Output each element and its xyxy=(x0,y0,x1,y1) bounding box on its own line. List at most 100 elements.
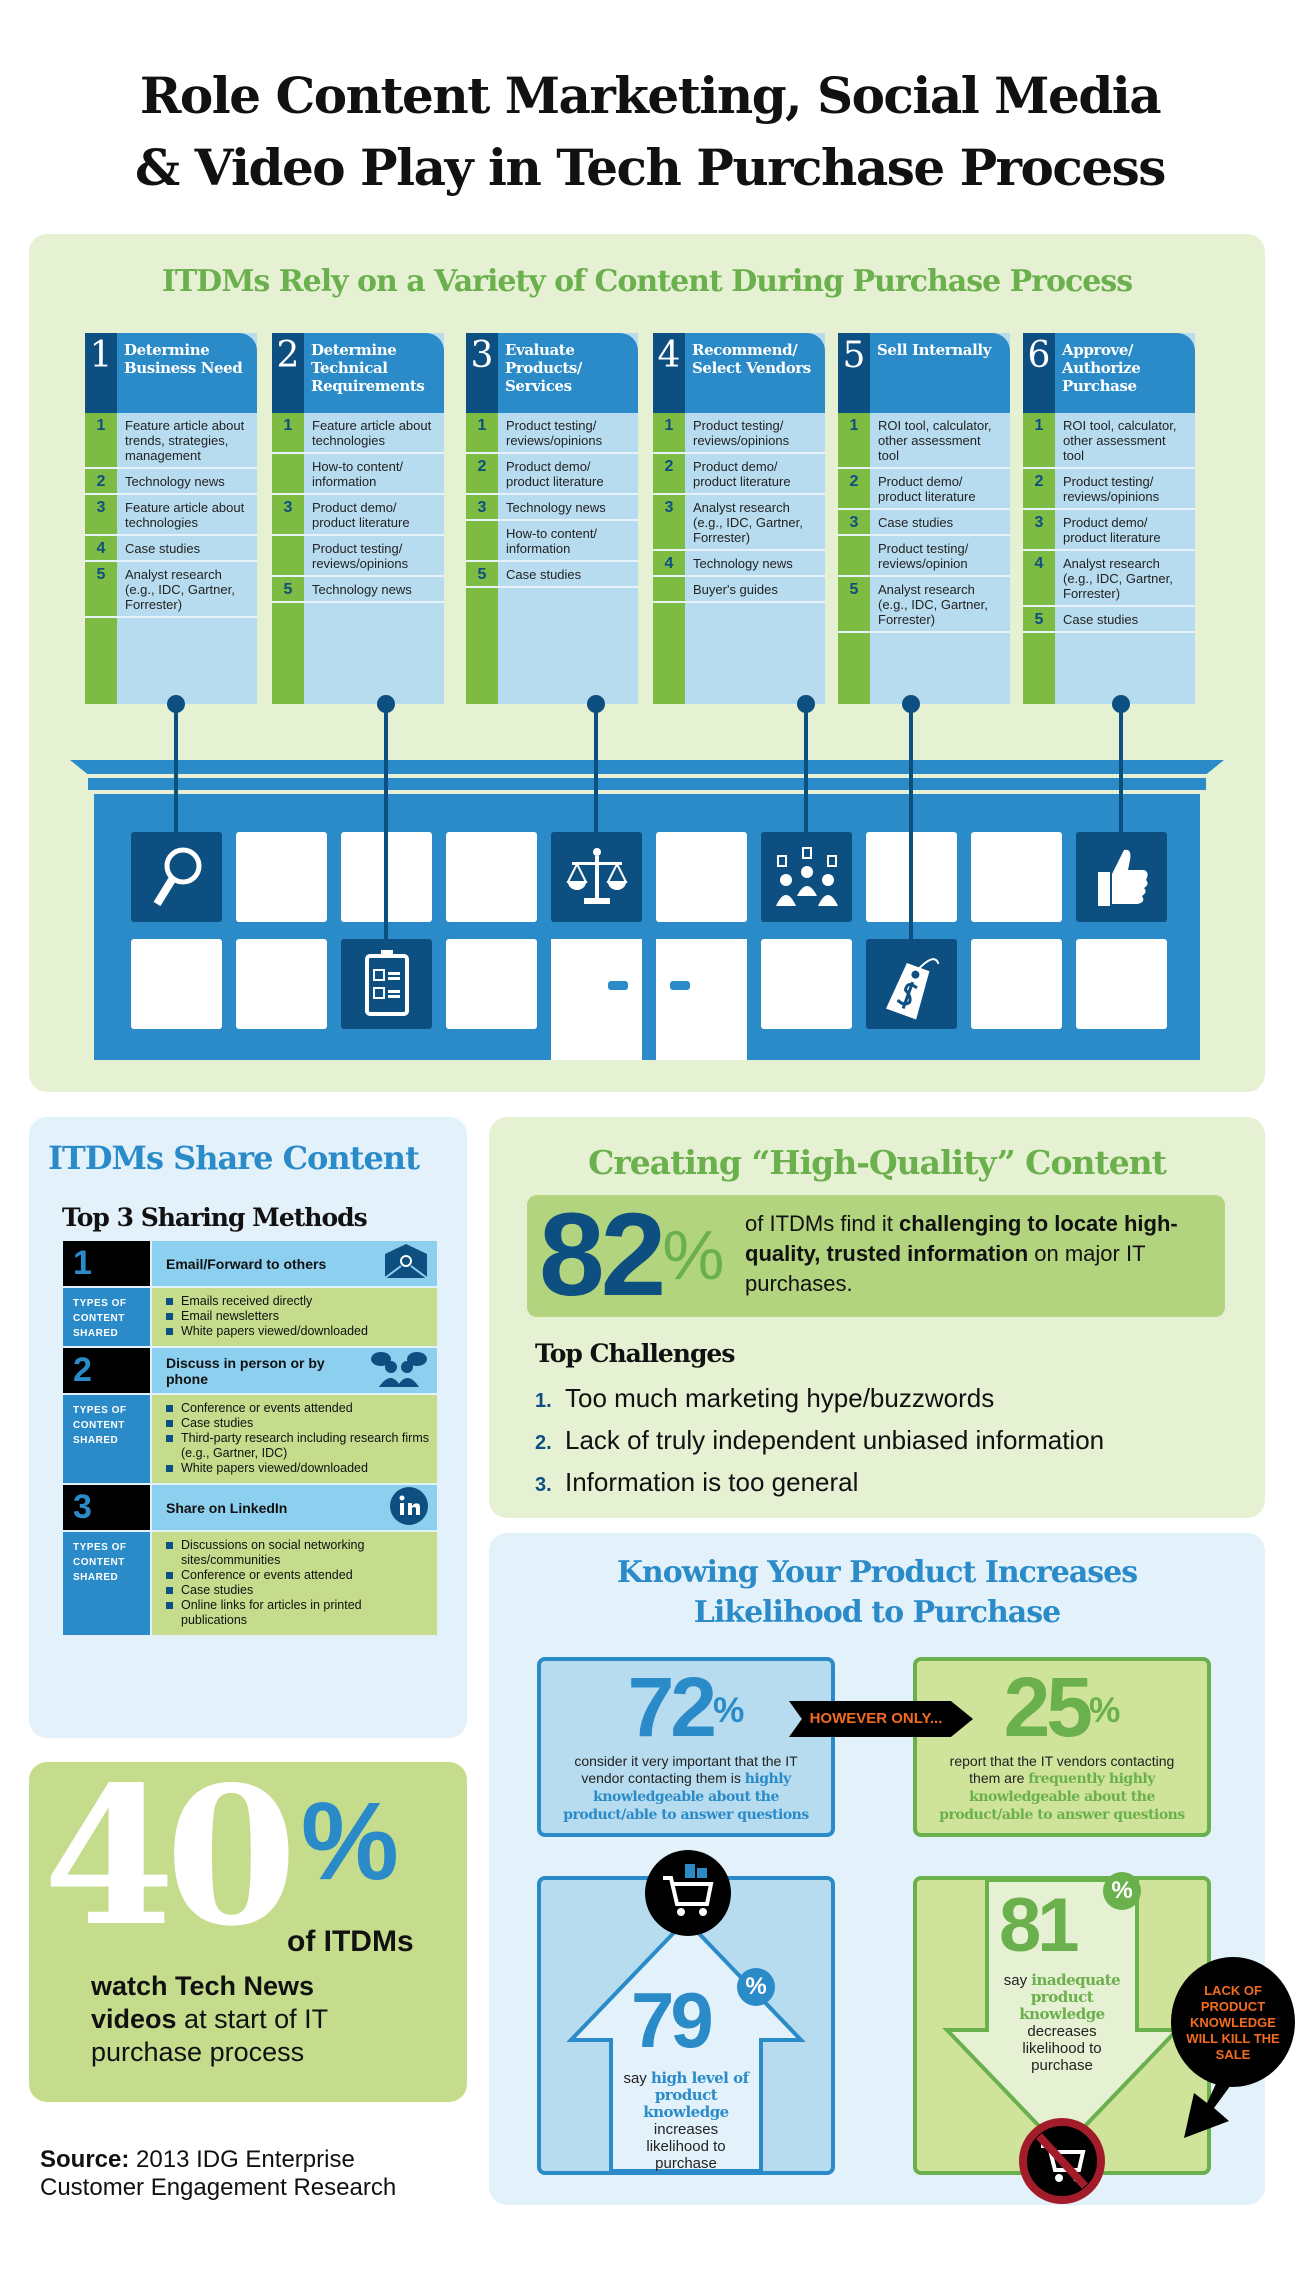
item-rank: 1 xyxy=(849,417,859,434)
content-type-bullet: Online links for articles in printed pub… xyxy=(166,1598,431,1628)
types-label: TYPES OF CONTENT SHARED xyxy=(63,1395,150,1483)
item-rank: 1 xyxy=(477,417,487,434)
item-text: Feature article about trends, strategies… xyxy=(125,418,245,463)
stage-number: 5 xyxy=(838,333,870,413)
stat-25-desc: report that the IT vendors contacting th… xyxy=(917,1753,1207,1824)
item-rank: 2 xyxy=(1034,473,1044,490)
linkedin-icon xyxy=(389,1486,429,1529)
item-rank: 3 xyxy=(477,499,487,516)
item-rank: 1 xyxy=(1034,417,1044,434)
pin-dot xyxy=(902,695,920,713)
stat-25-desc-bold: frequently highly knowledgeable about th… xyxy=(939,1771,1185,1823)
stage-number: 1 xyxy=(85,333,117,413)
item-rank: 4 xyxy=(1034,555,1044,572)
stage-title: Sell Internally xyxy=(877,341,992,359)
people-vote-icon xyxy=(761,832,852,922)
rank-strip xyxy=(653,413,685,704)
item-rank: 2 xyxy=(477,458,487,475)
item-rank: 5 xyxy=(849,581,859,598)
page-title: Role Content Marketing, Social Media & V… xyxy=(0,60,1300,204)
item-rank: 5 xyxy=(283,581,293,598)
people-talking-icon xyxy=(369,1351,429,1390)
videos-stat-value: 40 xyxy=(43,1745,297,1968)
stage-number: 4 xyxy=(653,333,685,413)
stage-number: 2 xyxy=(272,333,304,413)
method-label: Share on LinkedIn xyxy=(166,1499,288,1516)
content-type-item: How-to content/ information xyxy=(466,521,638,562)
pin-dot xyxy=(1112,695,1130,713)
stat-82-percent: % xyxy=(662,1216,725,1294)
item-text: Analyst research (e.g., IDC, Gartner, Fo… xyxy=(693,500,803,545)
types-label: TYPES OF CONTENT SHARED xyxy=(63,1288,150,1346)
building-cornice xyxy=(70,760,1224,774)
content-type-bullet: Case studies xyxy=(166,1583,431,1598)
item-rank: 3 xyxy=(1034,514,1044,531)
stat-82-desc: of ITDMs find it challenging to locate h… xyxy=(745,1209,1215,1299)
stat-79-desc-bold: high level of product knowledge xyxy=(643,2069,749,2121)
item-text: Product testing/ reviews/opinions xyxy=(506,418,603,448)
pin-dot xyxy=(587,695,605,713)
content-type-item: How-to content/ information xyxy=(272,454,444,495)
item-text: Product testing/ reviews/opinions xyxy=(312,541,409,571)
hanging-wire xyxy=(174,704,178,832)
challenge-item: 3.Information is too general xyxy=(535,1463,1104,1505)
item-rank xyxy=(466,526,498,556)
content-type-item: Buyer's guides xyxy=(653,577,825,603)
stat-79-number: 79 xyxy=(631,1976,714,2064)
item-text: Feature article about technologies xyxy=(125,500,245,530)
stat-81-percent: % xyxy=(1103,1872,1141,1910)
window xyxy=(1076,939,1167,1029)
window xyxy=(446,832,537,922)
item-text: Feature article about technologies xyxy=(312,418,432,448)
purchase-process-panel: ITDMs Rely on a Variety of Content Durin… xyxy=(29,234,1265,1092)
price-tag-icon xyxy=(866,939,957,1029)
thumbs-up-icon xyxy=(1076,832,1167,922)
hanging-wire xyxy=(804,704,808,832)
challenge-number: 1. xyxy=(535,1390,552,1412)
content-type-bullet: Third-party research including research … xyxy=(166,1431,431,1461)
stat-25-desc-pre: report that the IT vendors contacting th… xyxy=(949,1753,1175,1786)
source-text: 2013 IDG Enterprise xyxy=(129,2146,355,2173)
item-rank: 3 xyxy=(849,514,859,531)
item-text: Technology news xyxy=(312,582,412,597)
stage-title: Recommend/ Select Vendors xyxy=(692,341,811,377)
no-shopping-cart-icon xyxy=(1019,2118,1105,2204)
item-text: Technology news xyxy=(125,474,225,489)
item-text: Case studies xyxy=(125,541,201,556)
stat-79-desc: say high level of product knowledge incr… xyxy=(621,2069,751,2173)
rank-strip xyxy=(272,413,304,704)
stat-81-box: 81 % say inadequate product knowledge de… xyxy=(913,1872,1211,2204)
item-text: Product demo/ product literature xyxy=(506,459,604,489)
hanging-wire xyxy=(594,704,598,832)
stage-title: Determine Technical Requirements xyxy=(311,341,425,395)
content-type-bullet: Case studies xyxy=(166,1416,431,1431)
stat-81-desc: say inadequate product knowledge decreas… xyxy=(997,1972,1127,2075)
stat-25-number: 25 xyxy=(1003,1660,1093,1754)
videos-desc-rest: at start of IT xyxy=(176,2004,329,2034)
window xyxy=(656,832,747,922)
stat-25-percent: % xyxy=(1089,1690,1121,1730)
stage-title: Determine Business Need xyxy=(124,341,243,377)
stat-81-desc-pre: say xyxy=(1003,1972,1032,1989)
videos-stat-label-1: of ITDMs xyxy=(287,1925,414,1958)
magnifier-icon xyxy=(131,832,222,922)
stage-number: 6 xyxy=(1023,333,1055,413)
item-text: Buyer's guides xyxy=(693,582,778,597)
